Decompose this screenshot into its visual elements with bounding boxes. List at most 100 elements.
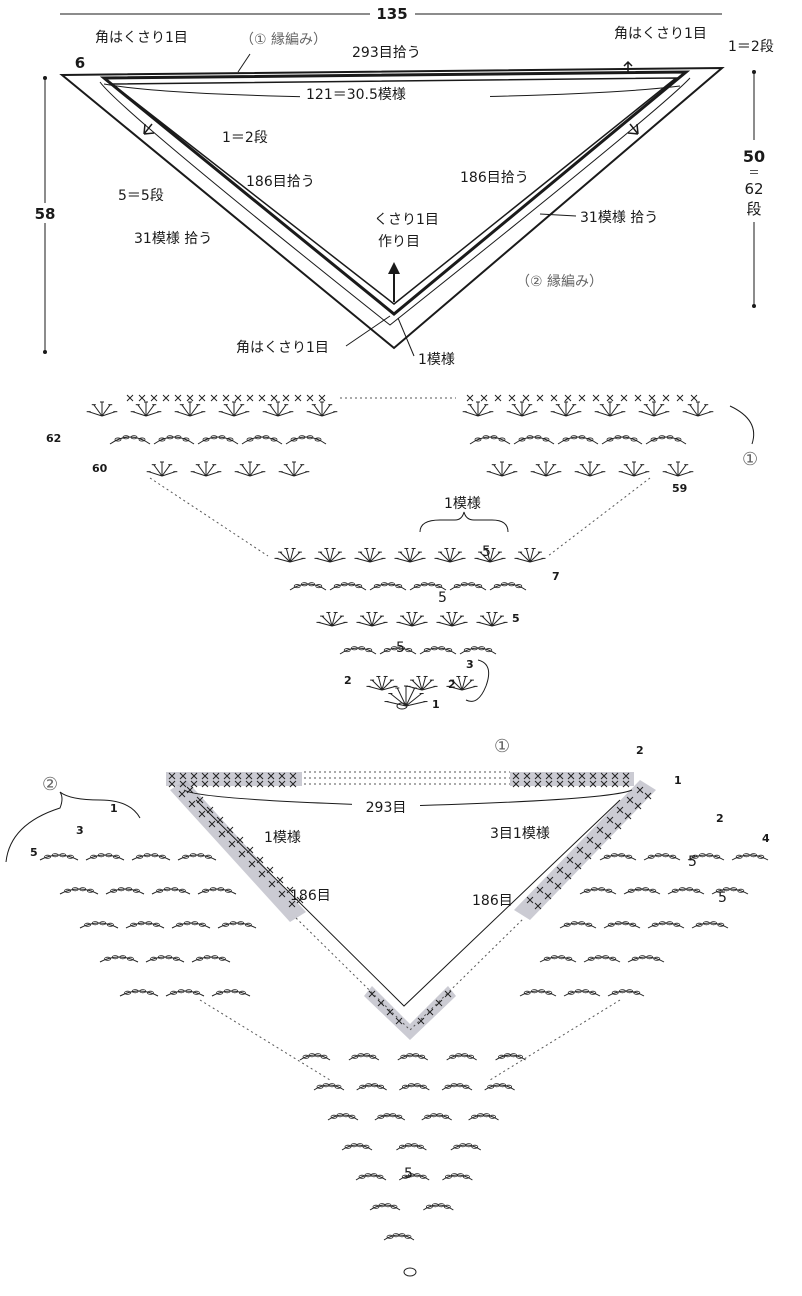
- treble-stitch: [321, 404, 331, 417]
- treble-stitch: [289, 557, 304, 563]
- treble-stitch: [476, 557, 491, 563]
- treble-stitch: [225, 404, 235, 417]
- chain-arc: [339, 647, 377, 655]
- treble-stitch: [487, 612, 493, 627]
- chain-stitch: [485, 648, 493, 653]
- chain-stitch: [523, 990, 531, 995]
- chain-arc: [105, 888, 145, 895]
- single-crochet: [567, 772, 575, 780]
- chain-stitch: [635, 887, 642, 892]
- chain-stitch: [97, 853, 105, 858]
- edging-2-brace: [5, 791, 141, 863]
- left-186-label: 186目拾う: [246, 174, 315, 190]
- treble-stitch: [189, 404, 199, 417]
- chain-arc: [459, 647, 497, 655]
- chain-stitch: [340, 582, 348, 587]
- chain-stitch: [386, 1234, 394, 1239]
- treble-stitch: [386, 701, 407, 707]
- treble-stitch: [525, 548, 531, 563]
- one-pattern-brace: [419, 511, 509, 533]
- chain-stitch: [658, 435, 666, 440]
- right-guide-dotted: [547, 477, 651, 557]
- chain-stitch: [139, 989, 147, 994]
- treble-stitch: [405, 693, 422, 707]
- right-31-leader: [539, 213, 577, 217]
- treble-stitch: [451, 679, 463, 691]
- chain-stitch: [218, 956, 226, 961]
- single-crochet: [606, 816, 614, 824]
- treble-stitch: [233, 404, 243, 417]
- chain-stitch: [410, 1143, 418, 1148]
- chain-stitch: [710, 921, 717, 926]
- treble-stitch: [132, 411, 147, 417]
- treble-stitch: [407, 612, 413, 627]
- single-crochet: [222, 394, 230, 402]
- row-3-label: 3: [466, 658, 474, 671]
- single-crochet: [306, 394, 314, 402]
- chain-stitch: [757, 854, 765, 859]
- chain-arc: [539, 956, 577, 963]
- treble-stitch: [411, 612, 417, 627]
- chain-stitch: [370, 1173, 378, 1178]
- chain-stitch: [306, 435, 314, 440]
- chain-stitch: [629, 922, 637, 927]
- chain-stitch: [468, 582, 476, 587]
- single-crochet: [614, 822, 622, 830]
- chain-stitch: [639, 955, 646, 960]
- chain-stitch: [474, 437, 482, 442]
- chain-stitch: [398, 1233, 406, 1238]
- chain-stitch: [706, 853, 713, 858]
- chain-stitch: [246, 437, 254, 442]
- chain-stitch: [383, 648, 391, 653]
- edging-row-1-left: 1: [110, 802, 118, 815]
- chain-stitch: [651, 922, 659, 927]
- treble-stitch: [565, 404, 575, 417]
- chain-stitch: [743, 853, 750, 858]
- treble-stitch: [371, 612, 377, 627]
- chain-stitch: [662, 853, 669, 858]
- treble-stitch: [401, 615, 413, 627]
- chain-stitch: [124, 990, 131, 995]
- treble-stitch: [589, 464, 599, 477]
- chain-stitch: [156, 888, 164, 893]
- chain-stitch: [71, 887, 79, 892]
- chain-arc: [191, 956, 231, 963]
- treble-stitch: [319, 551, 331, 563]
- chain-arc: [145, 956, 185, 963]
- chain-stitch: [126, 956, 134, 961]
- treble-stitch: [601, 404, 611, 417]
- chain-stitch: [671, 888, 679, 893]
- single-crochet: [566, 856, 574, 864]
- single-crochet: [426, 1008, 434, 1016]
- chain-stitch: [419, 1174, 427, 1179]
- treble-stitch: [477, 411, 492, 417]
- chain-stitch: [558, 955, 565, 960]
- chain-stitch: [647, 854, 655, 859]
- single-crochet: [545, 780, 553, 788]
- treble-stitch: [421, 676, 427, 691]
- single-crochet: [126, 394, 134, 402]
- chain-stitch: [666, 921, 673, 926]
- chain-arc: [607, 990, 645, 997]
- chain-stitch: [59, 853, 67, 858]
- treble-stitch: [192, 471, 207, 477]
- chain-stitch: [586, 437, 594, 442]
- row-5-label: 5: [512, 612, 520, 625]
- chain-stitch: [145, 921, 153, 926]
- chain-stitch: [390, 646, 398, 651]
- chain-arc: [603, 922, 641, 929]
- chain-stitch: [571, 921, 578, 926]
- chain-stitch: [490, 435, 498, 440]
- treble-stitch: [197, 464, 207, 477]
- treble-stitch: [236, 471, 251, 477]
- single-crochet: [466, 394, 474, 402]
- chain-stitch: [460, 582, 468, 587]
- chain-stitch: [223, 989, 231, 994]
- treble-stitch: [491, 615, 503, 627]
- treble-stitch: [439, 551, 451, 563]
- single-crochet: [620, 394, 628, 402]
- treble-stitch: [368, 685, 383, 691]
- chain-stitch: [79, 887, 87, 892]
- single-crochet: [444, 990, 452, 998]
- chain-stitch: [138, 437, 146, 442]
